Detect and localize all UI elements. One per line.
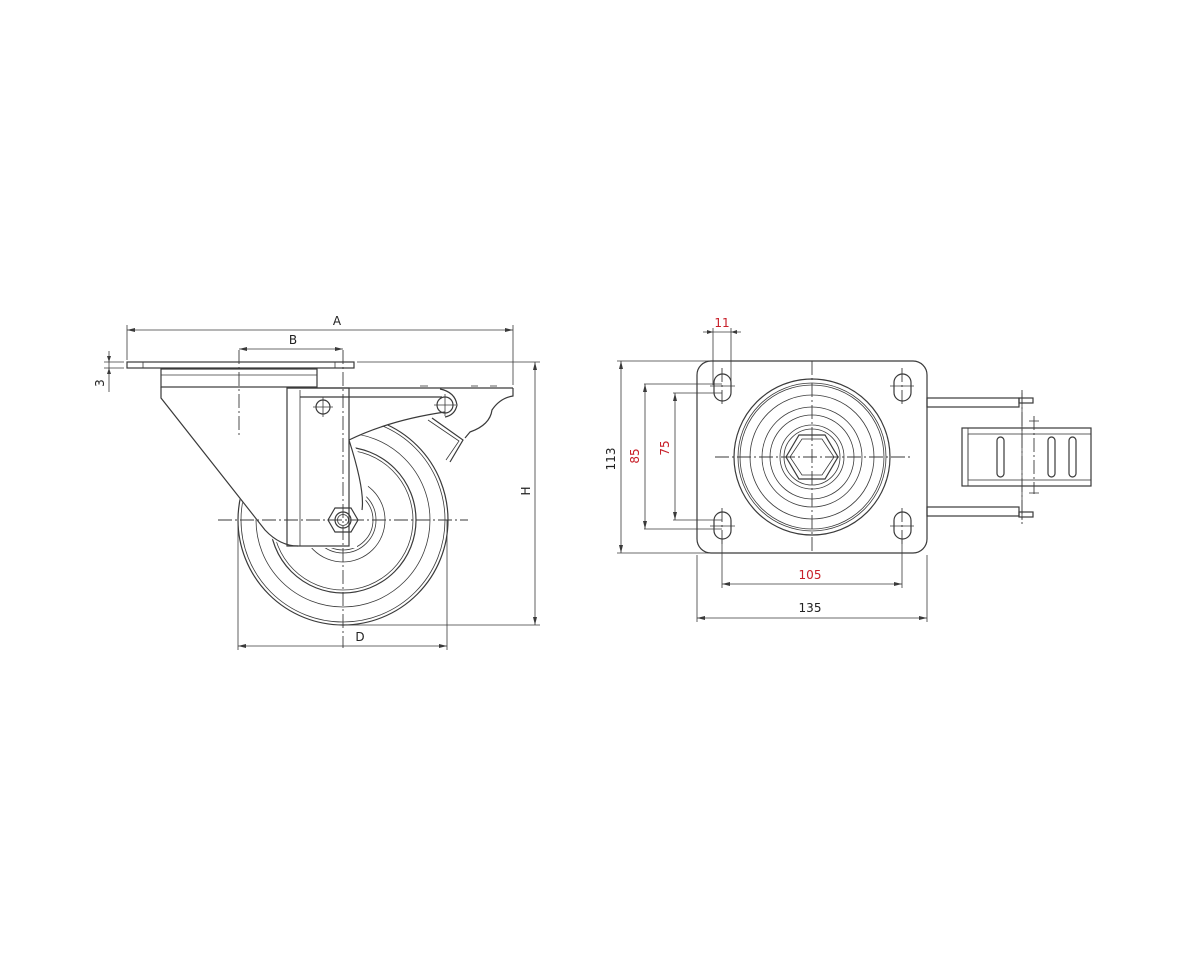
top-plate-side [126,361,355,369]
dim-label-plate-length: 113 [604,448,618,471]
dim-label-plate-thickness: 3 [93,379,107,387]
dimension-plate-length: 113 [604,360,710,554]
dim-label-d: D [355,630,364,644]
dim-label-slot-width: 11 [714,316,729,330]
dim-label-plate-width: 135 [799,601,822,615]
dimension-plate-thickness: 3 [93,351,124,392]
dimension-hole-spacing-outer: 85 [628,383,722,530]
brake-lever [420,385,514,463]
top-view: 11 113 85 75 [604,316,1092,622]
dimension-slot-width: 11 [703,316,741,385]
dim-label-a: A [333,314,342,328]
fork [160,368,513,549]
dimension-plate-width: 135 [696,555,928,622]
dim-label-hole-spacing-inner: 75 [658,440,672,455]
side-view: A B 3 H [93,314,540,650]
dimension-h: H [343,361,540,626]
brake-pedal-top [926,390,1092,524]
dim-label-hole-spacing-width: 105 [799,568,822,582]
dimension-a: A [126,314,514,385]
dimension-d: D [237,520,448,650]
dim-label-h: H [519,486,533,495]
mounting-holes [710,368,914,545]
dimension-hole-spacing-width: 105 [721,540,903,588]
dim-label-hole-spacing-outer: 85 [628,448,642,463]
dimension-hole-spacing-inner: 75 [658,392,722,521]
dim-label-b: B [289,333,297,347]
dimension-b: B [239,333,343,351]
